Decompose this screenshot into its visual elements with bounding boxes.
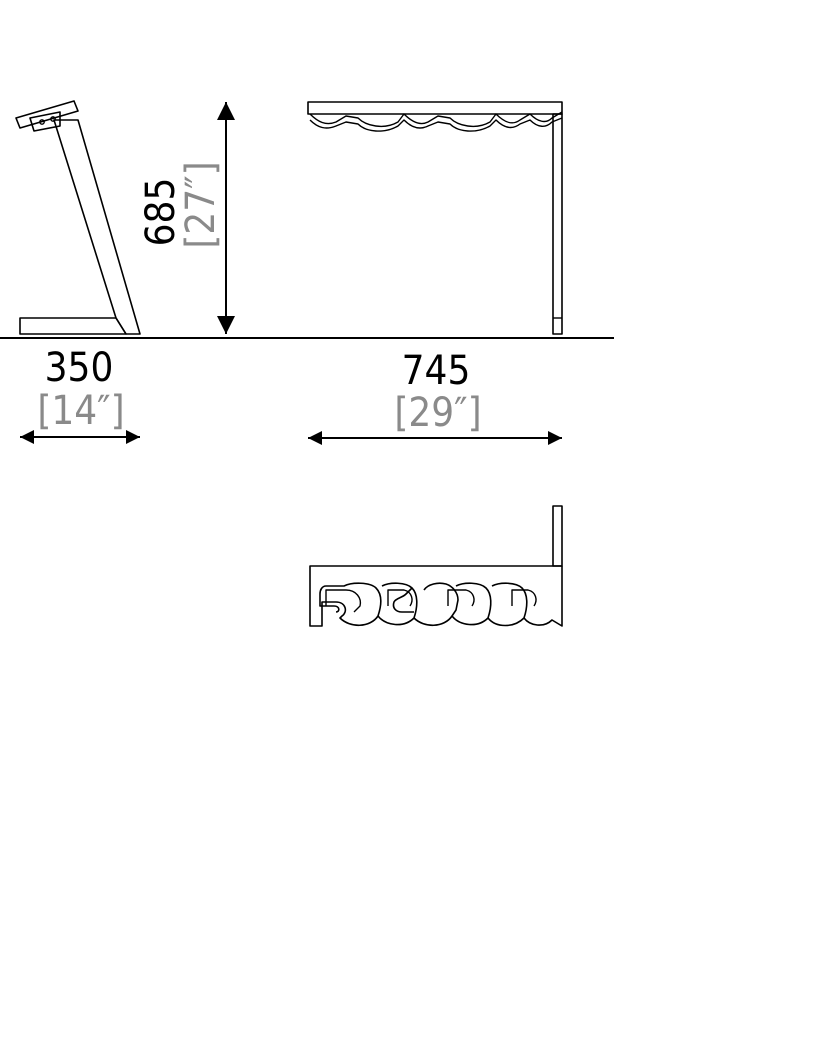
front-view bbox=[307, 101, 563, 335]
side-view bbox=[15, 100, 141, 335]
height-mm-label: 685 bbox=[138, 178, 184, 247]
height-inch-label: [27″] bbox=[178, 161, 224, 248]
depth-mm-label: 350 bbox=[45, 345, 114, 391]
width-inch-label: [29″] bbox=[394, 390, 481, 436]
width-mm-label: 745 bbox=[402, 348, 471, 394]
depth-inch-label: [14″] bbox=[37, 388, 124, 434]
top-view bbox=[309, 505, 563, 627]
